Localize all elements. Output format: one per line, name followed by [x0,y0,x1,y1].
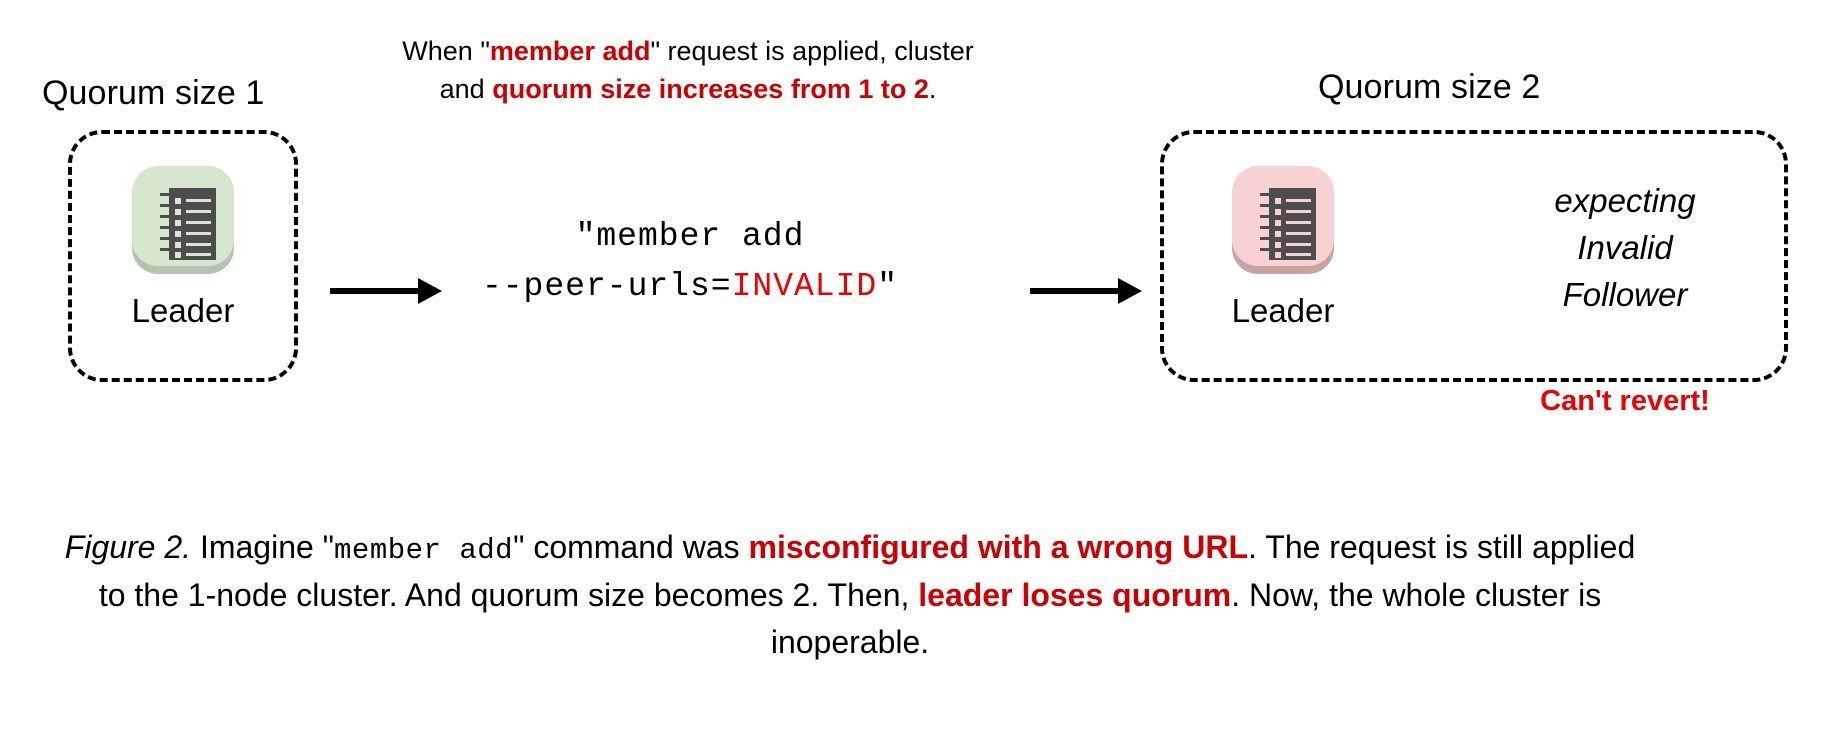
notebook-ring [160,215,172,218]
figure-caption: Figure 2. Imagine "member add" command w… [60,524,1640,666]
notebook-ring [1260,248,1272,251]
expecting-line-1: expecting [1554,182,1696,219]
notebook-line [186,243,211,246]
caption-highlight-1: misconfigured with a wrong URL [748,529,1249,565]
notebook-icon [1228,158,1338,280]
notebook-line [1286,210,1311,213]
icon-tile [132,166,234,266]
node-left-label: Leader [131,292,235,329]
notebook-bullet [1275,209,1281,215]
annotation-part-1: When " [402,36,490,66]
cant-revert-warning: Can't revert! [1540,385,1710,417]
expecting-line-2: Invalid [1577,228,1673,266]
arrow-head [418,278,442,304]
cluster-box-left [68,130,298,382]
notebook-bullet [175,242,181,248]
notebook-bullet [1275,220,1281,226]
notebook-line [1286,221,1311,224]
notebook-ring [160,193,172,196]
annotation-part-3: . [928,74,937,105]
notebook-ring [1260,237,1272,240]
caption-highlight-2: leader loses quorum [918,577,1232,614]
caption-command: member add [334,534,514,567]
notebook-icon [128,158,238,280]
notebook-bullet [175,209,181,215]
annotation-part-2: " request is applied, cluster and [439,36,974,105]
cluster-box-right [1160,130,1788,382]
arrow-head [1118,278,1142,304]
notebook-line [186,210,211,213]
notebook-ring [1260,215,1272,218]
node-right: Leader [1192,158,1374,329]
expecting-status-text: expecting Invalid Follower [1480,178,1770,319]
notebook-ring [1260,226,1272,229]
notebook-line [1286,199,1311,202]
notebook-bullet [1275,242,1281,248]
notebook-bullet [175,198,181,204]
caption-text-3: . The request is still applied to the 1-… [98,529,1636,614]
notebook-ring [160,237,172,240]
caption-text-2: " command was [513,529,749,565]
annotation-text: When "member add" request is applied, cl… [398,32,978,109]
notebook-line [1286,243,1311,246]
notebook-ring [1260,204,1272,207]
notebook-bullet [175,252,181,258]
notebook-bullet [175,231,181,237]
notebook-line [186,232,211,235]
command-text: "member add --peer-urls=INVALID" [420,212,960,311]
notebook-ring [1260,193,1272,196]
notebook-bullet [1275,198,1281,204]
notebook-bullet [1275,231,1281,237]
notebook-ring [160,204,172,207]
notebook-glyph [1260,188,1316,260]
expecting-line-3: Follower [1562,275,1688,313]
arrow-shaft [1030,288,1120,294]
notebook-ring [160,226,172,229]
notebook-bullet [175,220,181,226]
arrow-shaft [330,288,420,294]
command-invalid-value: INVALID [731,267,878,305]
notebook-line [1286,253,1311,256]
caption-text-1: Imagine " [191,529,335,565]
figure-label: Figure 2. [64,529,192,565]
annotation-highlight-2: quorum size increases from 1 to 2 [492,74,929,105]
notebook-line [186,253,211,256]
apply-request-arrow [330,278,442,304]
notebook-bullet [1275,252,1281,258]
notebook-line [186,199,211,202]
node-right-label: Leader [1231,292,1335,329]
quorum-size-right-heading: Quorum size 2 [1318,68,1541,106]
node-left: Leader [92,158,274,329]
annotation-highlight-1: member add [489,36,651,66]
icon-tile [1232,166,1334,266]
notebook-ring [160,248,172,251]
notebook-line [186,221,211,224]
command-line-1: "member add [575,218,805,255]
quorum-size-left-heading: Quorum size 1 [42,74,265,112]
command-closing-quote: " [877,267,899,305]
command-flag: --peer-urls= [481,267,732,305]
command-line-2: --peer-urls=INVALID" [420,262,960,312]
notebook-line [1286,232,1311,235]
caption-text-4: . Now, the whole cluster is inoperable. [770,577,1602,661]
notebook-glyph [160,188,216,260]
resulting-state-arrow [1030,278,1142,304]
